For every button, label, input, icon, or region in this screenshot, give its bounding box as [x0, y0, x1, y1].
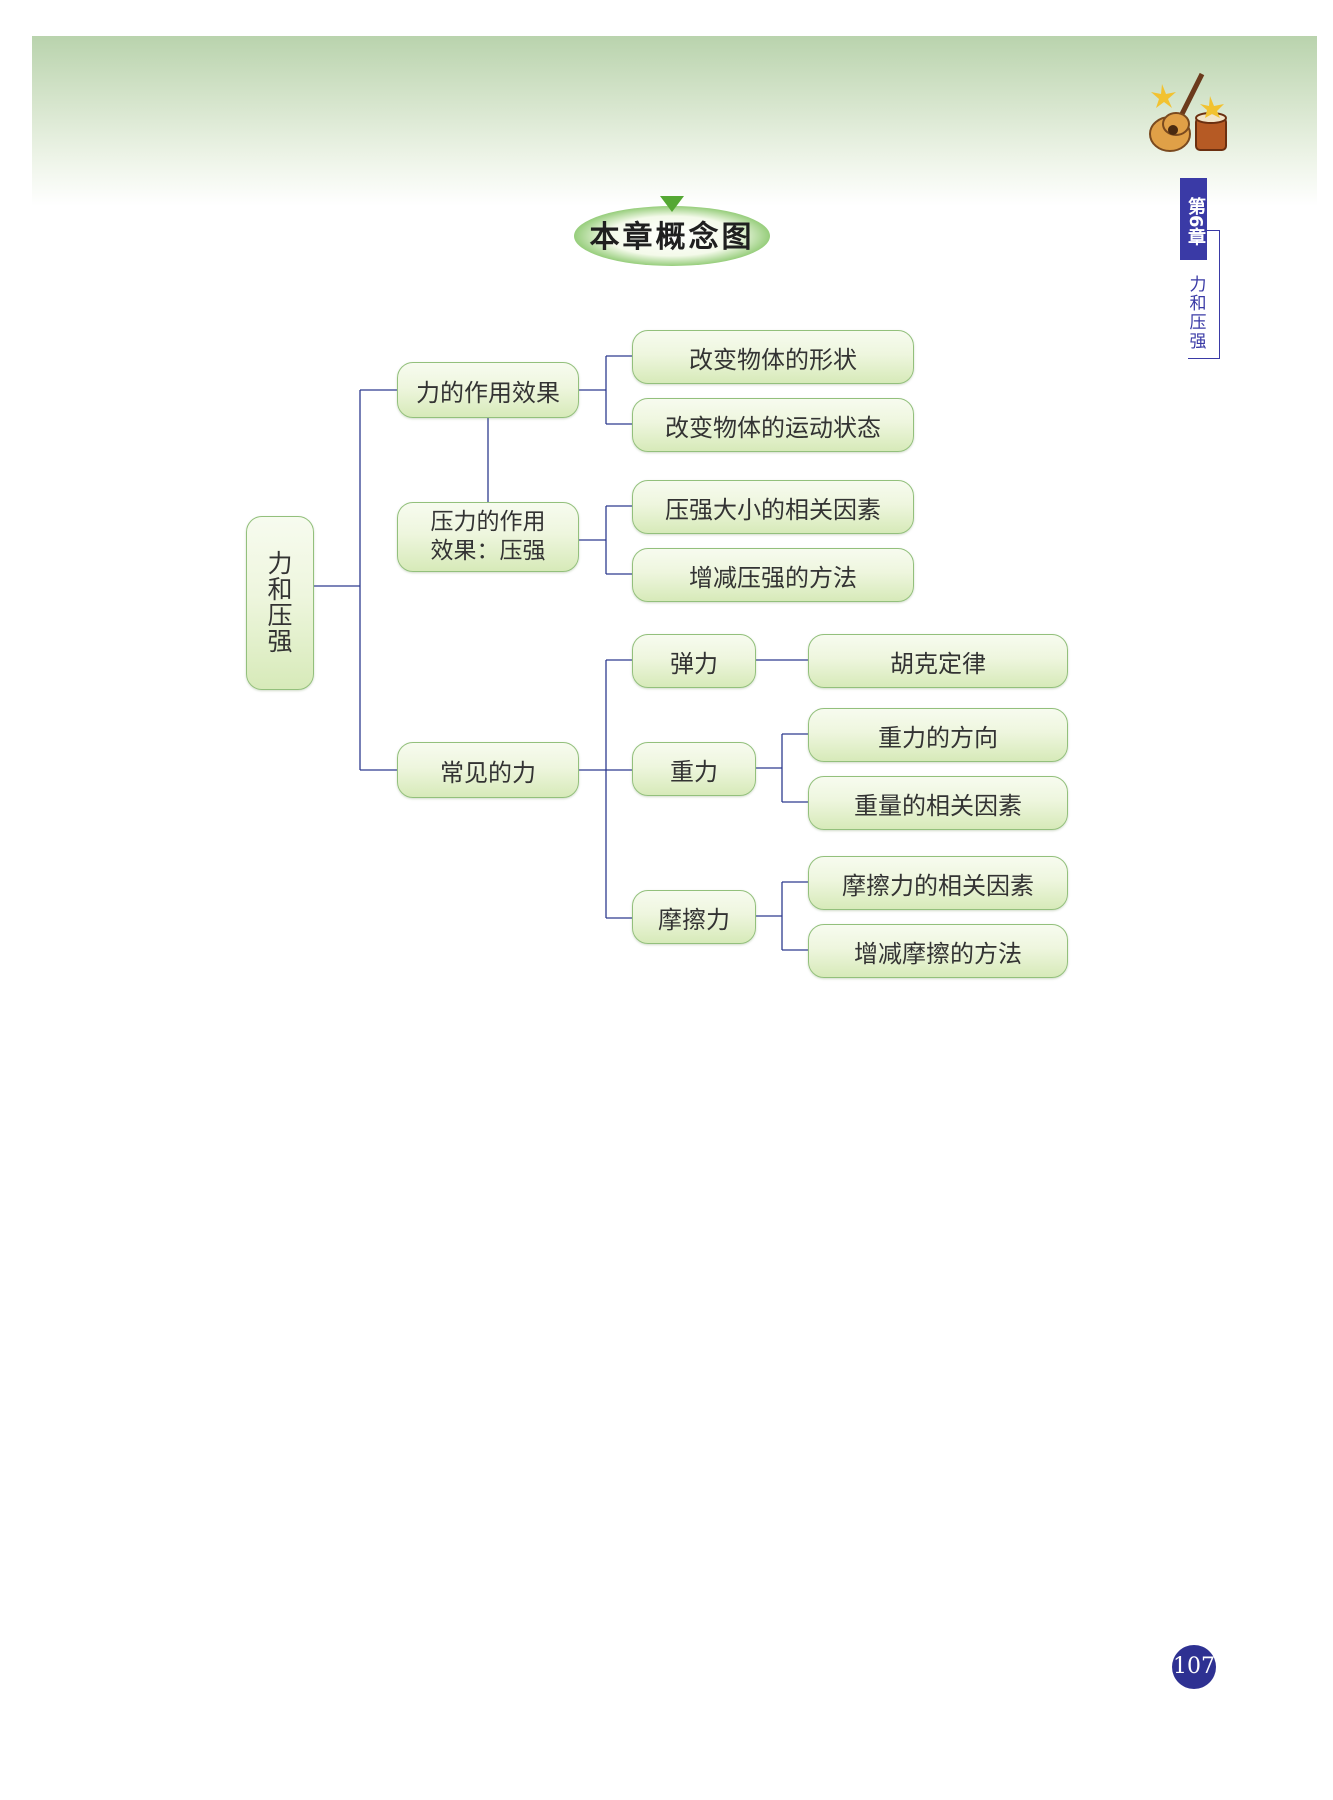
chapter-name: 力和压强: [1189, 275, 1207, 352]
guitar-drum-icon: [1140, 66, 1240, 166]
branch-node-common-forces: 常见的力: [397, 742, 579, 798]
title-badge: 本章概念图: [572, 196, 772, 268]
sub-node-gravity: 重力: [632, 742, 756, 796]
page-title: 本章概念图: [589, 220, 755, 255]
leaf-node-change-motion: 改变物体的运动状态: [632, 398, 914, 452]
leaf-node-pressure-factors: 压强大小的相关因素: [632, 480, 914, 534]
sub-node-elastic-force: 弹力: [632, 634, 756, 688]
leaf-node-hookes-law: 胡克定律: [808, 634, 1068, 688]
leaf-node-pressure-methods: 增减压强的方法: [632, 548, 914, 602]
leaf-node-weight-factors: 重量的相关因素: [808, 776, 1068, 830]
sub-node-friction: 摩擦力: [632, 890, 756, 944]
branch-node-force-effects: 力的作用效果: [397, 362, 579, 418]
leaf-node-friction-factors: 摩擦力的相关因素: [808, 856, 1068, 910]
leaf-node-change-shape: 改变物体的形状: [632, 330, 914, 384]
root-node: 力和压强: [246, 516, 314, 690]
chapter-tab: 第6章: [1180, 178, 1207, 260]
header-background: [32, 36, 1317, 206]
page-number: 107: [1172, 1645, 1216, 1689]
branch-node-pressure: 压力的作用 效果：压强: [397, 502, 579, 572]
tab-bracket-line: [1219, 230, 1220, 358]
tab-bracket-top: [1207, 230, 1220, 231]
root-node-label: 力和压强: [267, 549, 293, 656]
tab-bracket-bottom: [1188, 358, 1220, 359]
leaf-node-friction-methods: 增减摩擦的方法: [808, 924, 1068, 978]
leaf-node-gravity-direction: 重力的方向: [808, 708, 1068, 762]
